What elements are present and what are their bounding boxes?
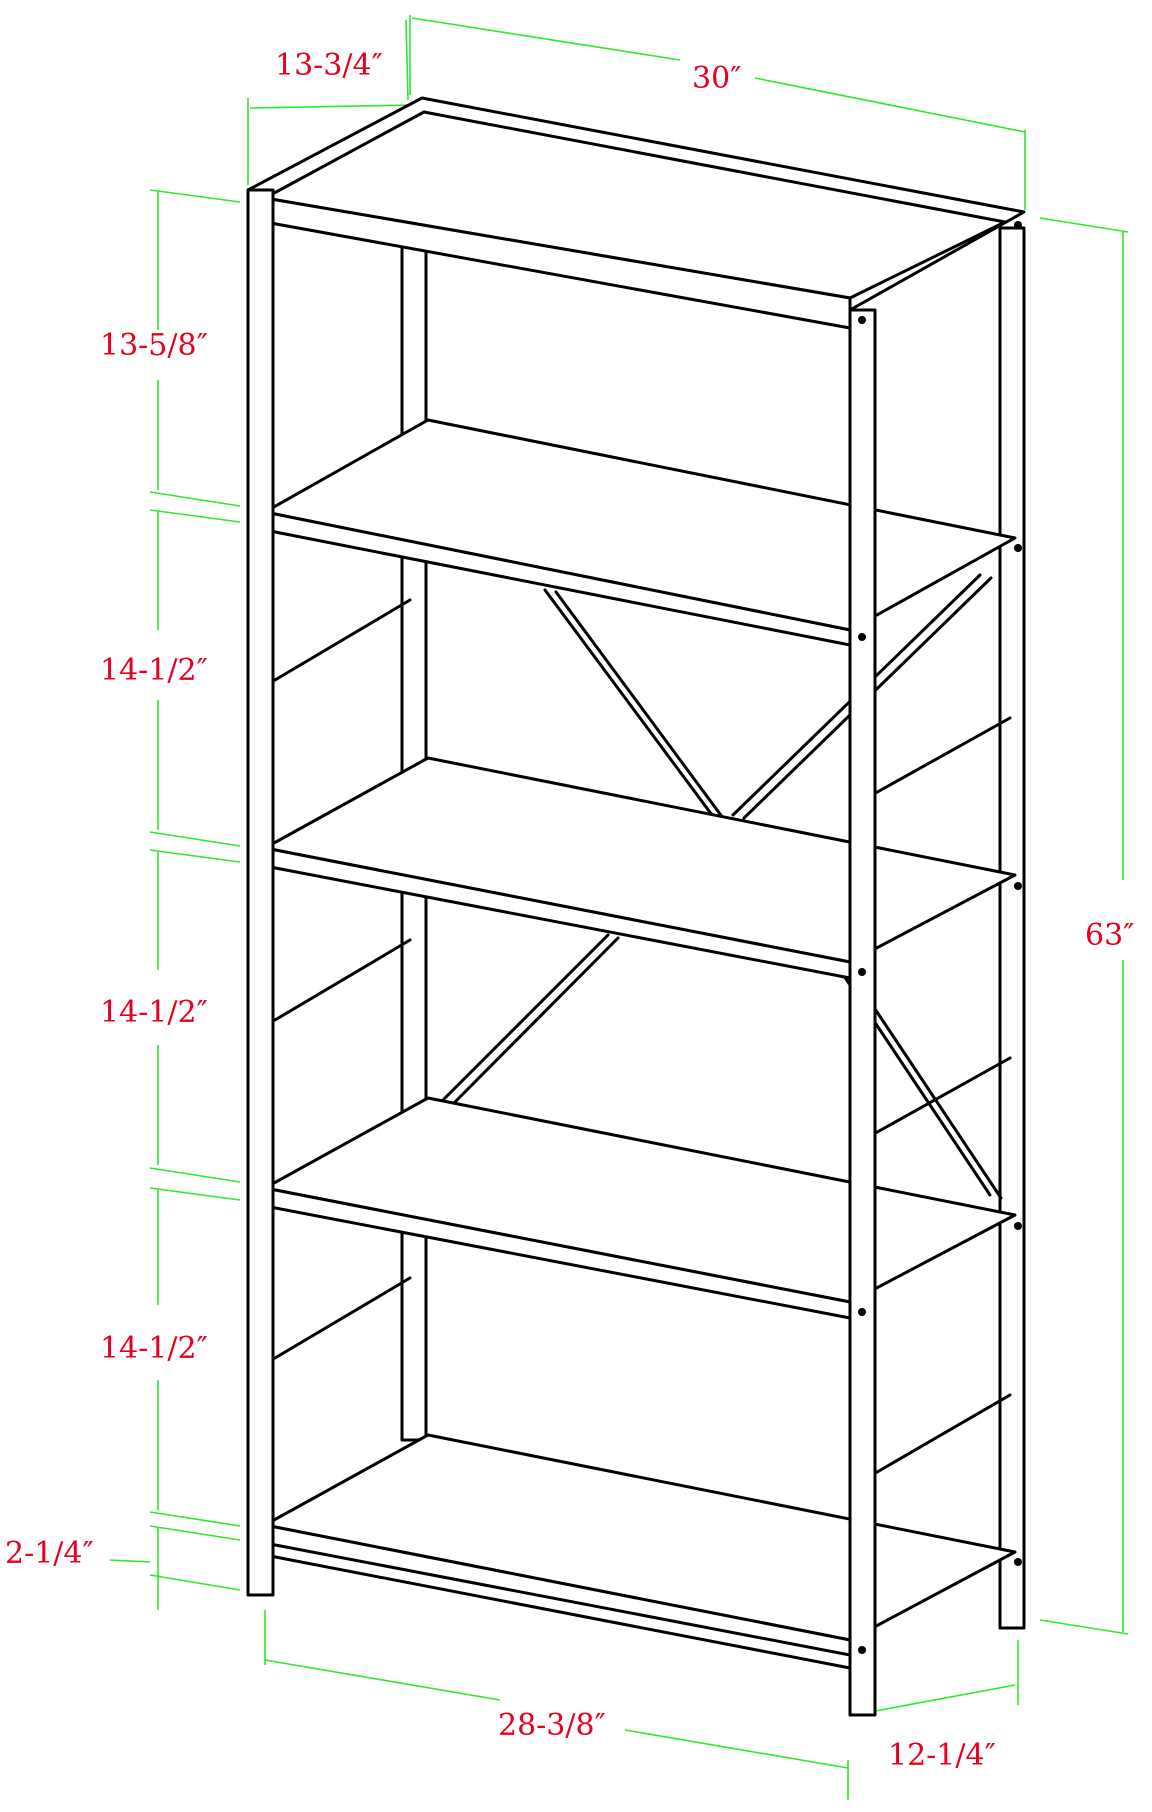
left-side-rods bbox=[273, 598, 412, 1360]
dimension-labels: 13-3/4″ 30″ 13-5/8″ 14-1/2″ 14-1/2″ 14-1… bbox=[5, 48, 1134, 1773]
label-depth-top: 13-3/4″ bbox=[275, 48, 383, 83]
label-height: 63″ bbox=[1085, 918, 1134, 953]
label-clearance: 2-1/4″ bbox=[5, 1536, 94, 1571]
dimension-lines bbox=[109, 15, 1129, 1800]
front-right-upright bbox=[848, 308, 877, 1717]
label-depth-bottom: 12-1/4″ bbox=[888, 1738, 996, 1773]
label-shelf-4: 14-1/2″ bbox=[100, 1331, 208, 1366]
label-shelf-1: 13-5/8″ bbox=[100, 328, 208, 363]
label-width-top: 30″ bbox=[692, 61, 741, 96]
label-inner-width: 28-3/8″ bbox=[498, 1708, 606, 1743]
bolts bbox=[858, 221, 1022, 1654]
bookshelf-drawing bbox=[246, 96, 1026, 1717]
label-shelf-3: 14-1/2″ bbox=[100, 995, 208, 1030]
front-left-upright bbox=[246, 188, 275, 1597]
label-shelf-2: 14-1/2″ bbox=[100, 653, 208, 688]
right-side-rods bbox=[870, 716, 1012, 1477]
back-right-upright bbox=[998, 226, 1026, 1630]
